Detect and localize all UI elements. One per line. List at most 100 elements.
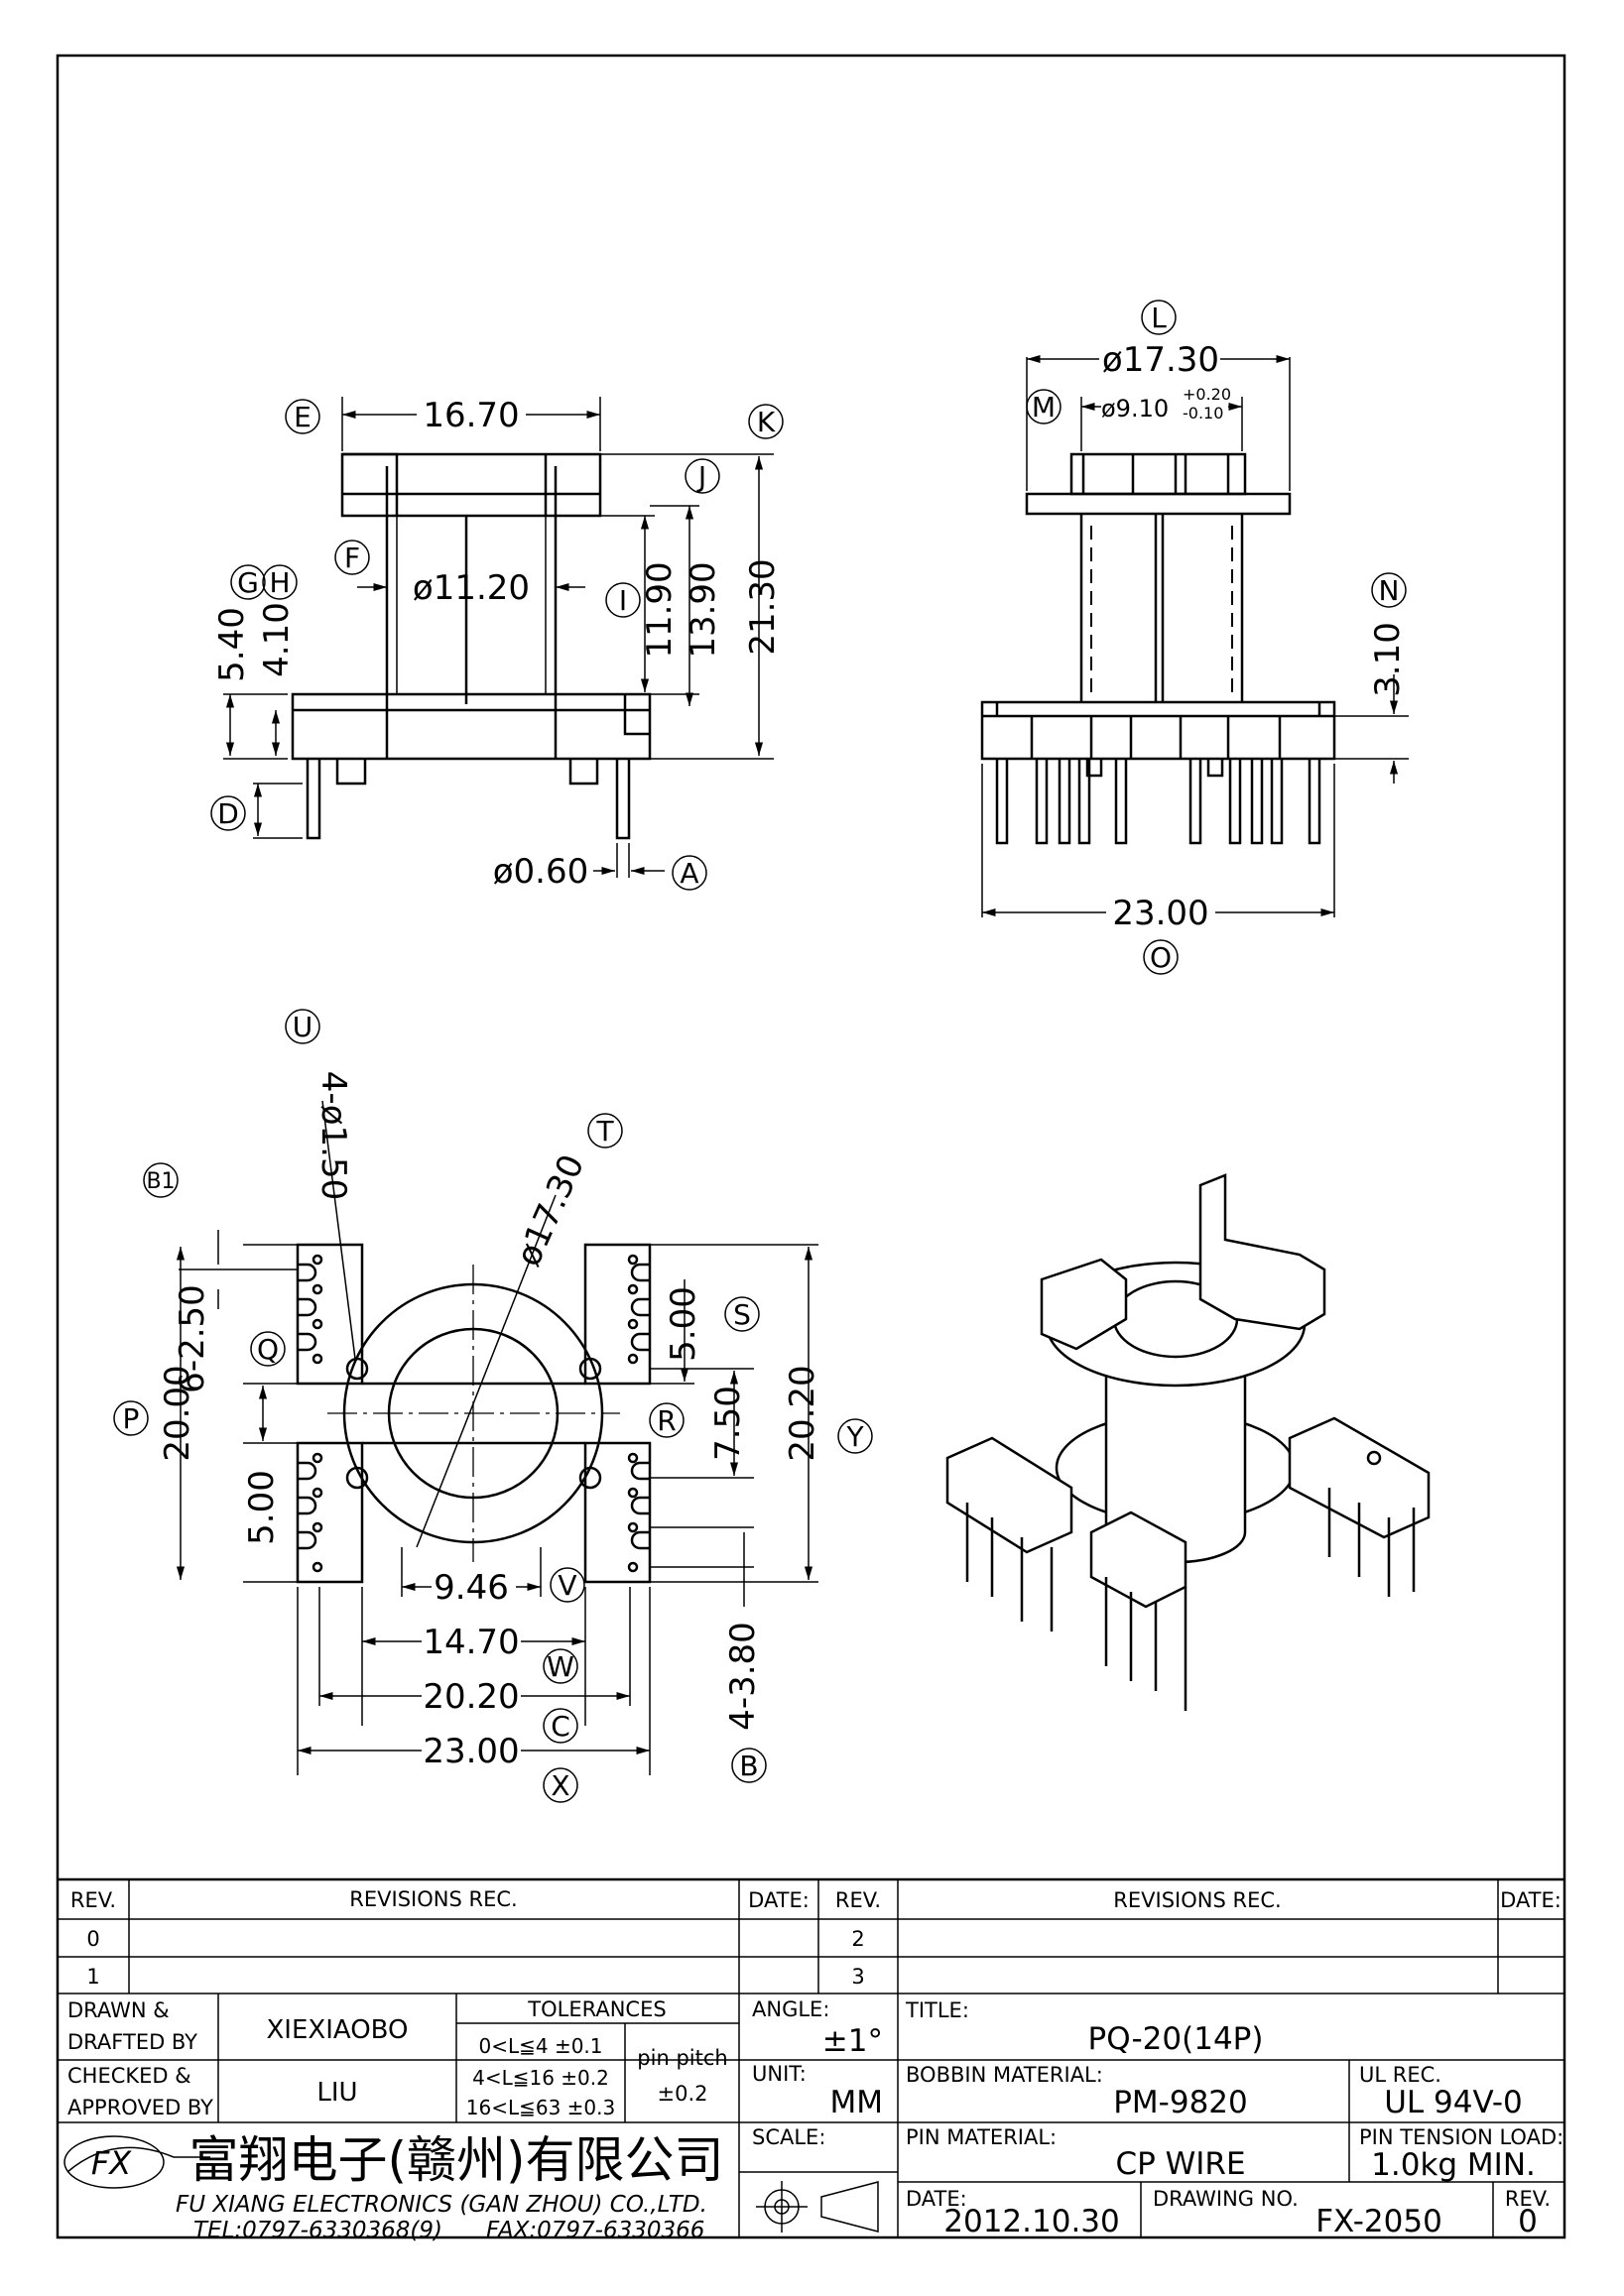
bubble-t: T [595,1115,614,1148]
approved-label: APPROVED BY [67,2096,213,2119]
bubble-a: A [680,857,698,890]
bubble-h: H [269,566,290,599]
bubble-u: U [293,1011,313,1043]
bubble-f: F [344,542,360,574]
dim-pin-hole: 4-ø1.50 [313,1071,353,1200]
bottom-view [176,1100,818,1775]
rev-value: 0 [1518,2204,1538,2239]
bubble-b: B [739,1750,758,1782]
bubble-c: C [551,1710,570,1743]
pin-material-label: PIN MATERIAL: [906,2125,1057,2149]
company-name-en: FU XIANG ELECTRONICS (GAN ZHOU) CO.,LTD. [176,2192,707,2218]
dim-7-50: 7.50 [708,1386,748,1461]
bubble-v: V [558,1569,576,1602]
unit-value: MM [830,2085,884,2120]
revisions-header-left: REVISIONS REC. [349,1887,517,1911]
balloon-callouts: A B B1 C D E F G H I J K L M N O P Q R S… [113,300,1407,1803]
bubble-r: R [657,1404,676,1437]
bubble-x: X [551,1769,569,1802]
drawing-no-label: DRAWING NO. [1153,2187,1299,2211]
bubble-d: D [217,797,239,830]
title-block [58,1877,1564,2237]
isometric-view [945,1173,1431,1711]
bubble-b1: B1 [146,1169,175,1194]
revisions-header-right: REVISIONS REC. [1113,1888,1281,1912]
rev-label: REV. [1505,2187,1551,2211]
dim-dia-0-60: ø0.60 [493,852,589,892]
date-value: 2012.10.30 [943,2204,1120,2239]
tolerance-row-3: 16<L≦63 ±0.3 [466,2096,615,2119]
bubble-l: L [1151,302,1167,334]
company-tel: TEL:0797-6330368(9) [193,2218,442,2243]
company-fax: FAX:0797-6330366 [486,2218,704,2243]
side-view [980,354,1409,917]
ul-rec-label: UL REC. [1359,2063,1441,2087]
dim-dia-11-20: ø11.20 [413,568,530,608]
dim-dia-9-10-tol-hi: +0.20 [1183,385,1231,404]
rev-row-1: 1 [86,1965,99,1989]
dim-23-00-bottom: 23.00 [423,1732,519,1771]
dim-20-20-bottom: 20.20 [423,1677,519,1717]
bubble-o: O [1150,941,1172,974]
drawn-by-value: XIEXIAOBO [266,2015,408,2045]
date-label: DATE: [906,2187,967,2211]
bubble-k: K [757,406,776,438]
title-value: PQ-20(14P) [1088,2021,1264,2057]
rev-header-right: REV. [835,1888,881,1912]
date-header-right: DATE: [1500,1888,1562,1912]
bubble-n: N [1379,574,1400,607]
dim-pitch-6-2-50: 6-2.50 [173,1284,212,1393]
angle-label: ANGLE: [752,1997,829,2021]
dim-3-10: 3.10 [1368,622,1408,697]
tolerance-row-1: 0<L≦4 ±0.1 [478,2034,602,2058]
dim-dia-17-30: ø17.30 [1102,340,1219,380]
bubble-m: M [1032,391,1056,423]
dim-21-30: 21.30 [743,558,783,655]
front-view [223,397,774,878]
dim-16-70: 16.70 [423,396,519,435]
company-logo-icon: FX [63,2135,175,2189]
tolerances-label: TOLERANCES [527,1997,666,2021]
title-label: TITLE: [905,1998,969,2022]
dim-dia-9-10-tol-lo: -0.10 [1183,404,1223,423]
bubble-p: P [123,1402,140,1435]
bobbin-material-label: BOBBIN MATERIAL: [906,2063,1103,2087]
bubble-g: G [237,566,259,599]
dim-4-10: 4.10 [257,602,297,677]
dim-dia-9-10: ø9.10 [1101,395,1169,423]
sheet-border [56,54,1566,2239]
dim-9-46: 9.46 [434,1568,509,1608]
rev-row-3: 3 [851,1965,864,1989]
scale-label: SCALE: [752,2125,825,2149]
checked-by-value: LIU [316,2078,357,2108]
dim-5-40: 5.40 [212,607,252,682]
bubble-q: Q [257,1333,279,1366]
projection-symbol-icon [756,2181,879,2233]
dim-13-90: 13.90 [684,561,723,658]
dim-5-00-left: 5.00 [242,1470,282,1545]
drawn-label: DRAWN & [67,1998,170,2022]
rev-row-0: 0 [86,1927,99,1951]
dim-23-00: 23.00 [1112,894,1208,933]
bubble-w: W [547,1650,574,1683]
logo-text: FX [91,2144,132,2182]
pin-tension-label: PIN TENSION LOAD: [1359,2125,1563,2149]
drafted-label: DRAFTED BY [67,2030,197,2054]
date-header-left: DATE: [748,1888,810,1912]
ul-rec-value: UL 94V-0 [1384,2085,1523,2120]
dim-14-70: 14.70 [423,1623,519,1662]
dim-5-00-right: 5.00 [664,1286,703,1362]
pin-pitch-value: ±0.2 [658,2082,708,2106]
rev-header-left: REV. [70,1888,116,1912]
dim-11-90: 11.90 [640,561,680,658]
dim-20-20: 20.20 [783,1365,822,1461]
dim-20-00: 20.00 [158,1365,197,1461]
angle-value: ±1° [822,2023,883,2059]
company-name-cn: 富翔电子(赣州)有限公司 [188,2131,723,2189]
drawing-no-value: FX-2050 [1315,2204,1442,2239]
bubble-i: I [619,584,627,617]
pin-pitch-label: pin pitch [637,2046,727,2070]
dim-pitch-4-3-80: 4-3.80 [723,1622,763,1731]
checked-label: CHECKED & [67,2064,191,2088]
